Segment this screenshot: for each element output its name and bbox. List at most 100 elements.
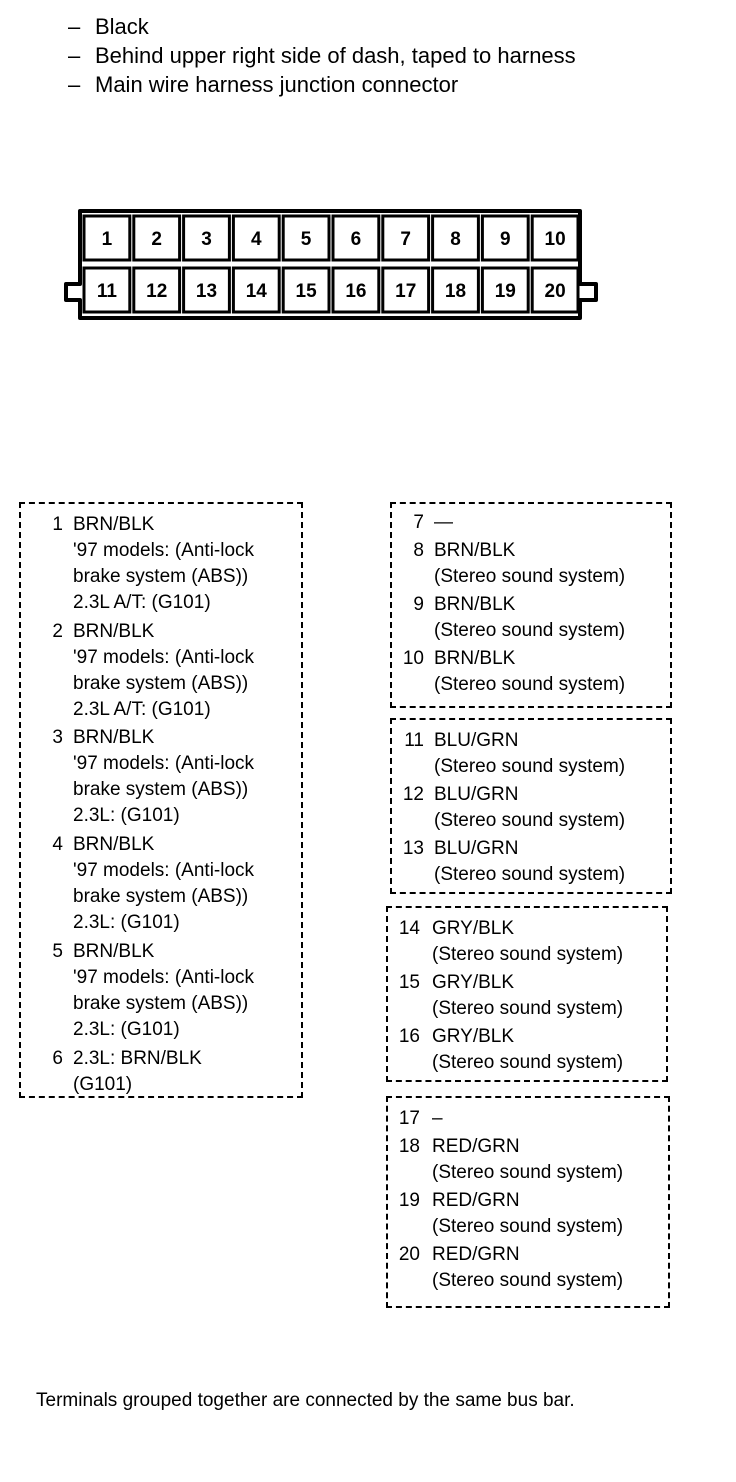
wire-color: BRN/BLK xyxy=(434,539,516,561)
terminal-number: 10 xyxy=(402,648,424,669)
pin-cell xyxy=(132,214,182,262)
circuit-description: '97 models: (Anti-lock xyxy=(73,646,255,668)
circuit-description: '97 models: (Anti-lock xyxy=(73,860,255,882)
terminal-number: 15 xyxy=(398,972,420,994)
circuit-description: 2.3L A/T: (G101) xyxy=(73,592,211,613)
pin-cell xyxy=(82,214,132,262)
circuit-description: (Stereo sound system) xyxy=(432,1270,624,1291)
wire-color: 2.3L: BRN/BLK xyxy=(73,1047,202,1069)
terminal-number: 16 xyxy=(398,1026,420,1048)
connector-color: –Black xyxy=(68,14,149,39)
circuit-description: brake system (ABS)) xyxy=(73,566,249,587)
connector-location: –Behind upper right side of dash, taped … xyxy=(68,43,576,68)
pin-cell xyxy=(530,266,580,314)
wire-color: BLU/GRN xyxy=(434,838,519,860)
terminal-number: 1 xyxy=(52,514,63,535)
pin-cell xyxy=(381,266,431,314)
circuit-description: '97 models: (Anti-lock xyxy=(73,753,255,775)
circuit-description: (Stereo sound system) xyxy=(434,864,626,886)
circuit-description: 2.3L: (G101) xyxy=(73,912,180,934)
circuit-description: 2.3L A/T: (G101) xyxy=(73,698,211,720)
circuit-description: brake system (ABS)) xyxy=(73,992,249,1014)
wire-color: BRN/BLK xyxy=(73,940,155,962)
pin-cell xyxy=(480,266,530,314)
pin-cell xyxy=(381,214,431,262)
pin-cell xyxy=(182,214,231,262)
wire-color: BRN/BLK xyxy=(434,648,516,669)
pin-number: 3 xyxy=(201,229,212,250)
terminal-number: 19 xyxy=(398,1189,420,1211)
pin-cell xyxy=(331,214,381,262)
terminal-number: 12 xyxy=(402,784,424,806)
pin-cell xyxy=(281,214,331,262)
wire-color: BLU/GRN xyxy=(434,730,519,751)
wire-color: GRY/BLK xyxy=(432,972,515,994)
bus-bar-note: Terminals grouped together are connected… xyxy=(36,1390,575,1411)
terminal-number: 8 xyxy=(413,539,424,561)
wire-color: RED/GRN xyxy=(432,1135,520,1157)
pin-cell xyxy=(431,214,480,262)
connector-info-list: –Black –Behind upper right side of dash,… xyxy=(68,12,576,99)
pin-number: 10 xyxy=(545,229,566,250)
circuit-description: (Stereo sound system) xyxy=(432,1052,624,1074)
pin-number: 20 xyxy=(545,281,566,302)
wire-color: BRN/BLK xyxy=(434,593,516,615)
pin-number: 15 xyxy=(296,281,318,302)
circuit-description: '97 models: (Anti-lock xyxy=(73,966,255,988)
pin-number: 16 xyxy=(345,281,366,302)
terminal-number: 5 xyxy=(52,940,63,962)
pin-cell xyxy=(431,266,480,314)
circuit-description: (Stereo sound system) xyxy=(434,810,626,832)
pin-number: 13 xyxy=(196,281,217,302)
circuit-description: (Stereo sound system) xyxy=(432,1161,624,1183)
pin-cell xyxy=(281,266,331,314)
circuit-description: (G101) xyxy=(73,1073,133,1095)
pin-number: 18 xyxy=(445,281,466,302)
pin-number: 11 xyxy=(97,281,118,302)
pin-number: 1 xyxy=(102,229,113,250)
pin-cell xyxy=(82,266,132,314)
pin-number: 6 xyxy=(351,229,362,250)
wire-color: GRY/BLK xyxy=(432,1026,515,1048)
terminal-number: 3 xyxy=(52,727,63,749)
wire-color: BRN/BLK xyxy=(73,727,155,749)
wire-color: BRN/BLK xyxy=(73,834,155,856)
circuit-description: brake system (ABS)) xyxy=(73,672,249,694)
circuit-description: (Stereo sound system) xyxy=(434,756,626,777)
pin-number: 17 xyxy=(395,281,416,302)
terminal-number: 20 xyxy=(398,1244,420,1265)
terminal-number: 7 xyxy=(413,512,424,533)
pin-number: 2 xyxy=(151,229,162,250)
circuit-description: brake system (ABS)) xyxy=(73,779,249,801)
circuit-description: brake system (ABS)) xyxy=(73,886,249,908)
pin-cell xyxy=(231,266,281,314)
terminal-number: 11 xyxy=(404,730,424,751)
pin-cell xyxy=(480,214,530,262)
circuit-description: (Stereo sound system) xyxy=(434,619,626,641)
wire-color: BRN/BLK xyxy=(73,514,155,535)
pin-cell xyxy=(530,214,580,262)
circuit-description: '97 models: (Anti-lock xyxy=(73,540,255,561)
wire-color: BLU/GRN xyxy=(434,784,519,806)
wire-color: GRY/BLK xyxy=(432,918,515,939)
terminal-number: 4 xyxy=(52,834,63,856)
circuit-description: (Stereo sound system) xyxy=(432,998,624,1020)
terminal-number: 2 xyxy=(52,620,63,642)
terminal-number: 18 xyxy=(398,1135,420,1157)
pin-number: 19 xyxy=(495,281,516,302)
pin-cell xyxy=(231,214,281,262)
pin-cell xyxy=(331,266,381,314)
pin-number: 5 xyxy=(301,229,312,250)
wire-color: RED/GRN xyxy=(432,1244,520,1265)
pin-number: 12 xyxy=(146,281,167,302)
circuit-description: (Stereo sound system) xyxy=(434,674,626,695)
wire-color: – xyxy=(432,1108,443,1129)
wire-color: RED/GRN xyxy=(432,1189,520,1211)
circuit-description: (Stereo sound system) xyxy=(434,565,626,587)
circuit-description: (Stereo sound system) xyxy=(432,944,624,965)
